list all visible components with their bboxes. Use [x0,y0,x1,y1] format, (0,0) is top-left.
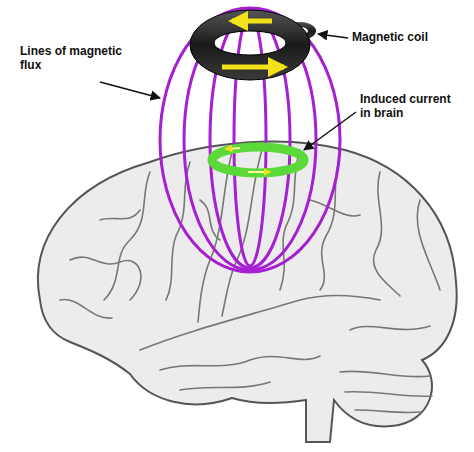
callout-label: Magnetic coil [352,30,462,44]
callout-label: Induced current in brain [360,92,460,121]
induced-current-ring [212,147,304,173]
magnetic-flux-lines [160,8,340,272]
callout-label: Lines of magnetic flux [20,44,138,73]
magnetic-coil [190,10,316,80]
brain [38,141,457,442]
leader-lines [100,34,356,150]
